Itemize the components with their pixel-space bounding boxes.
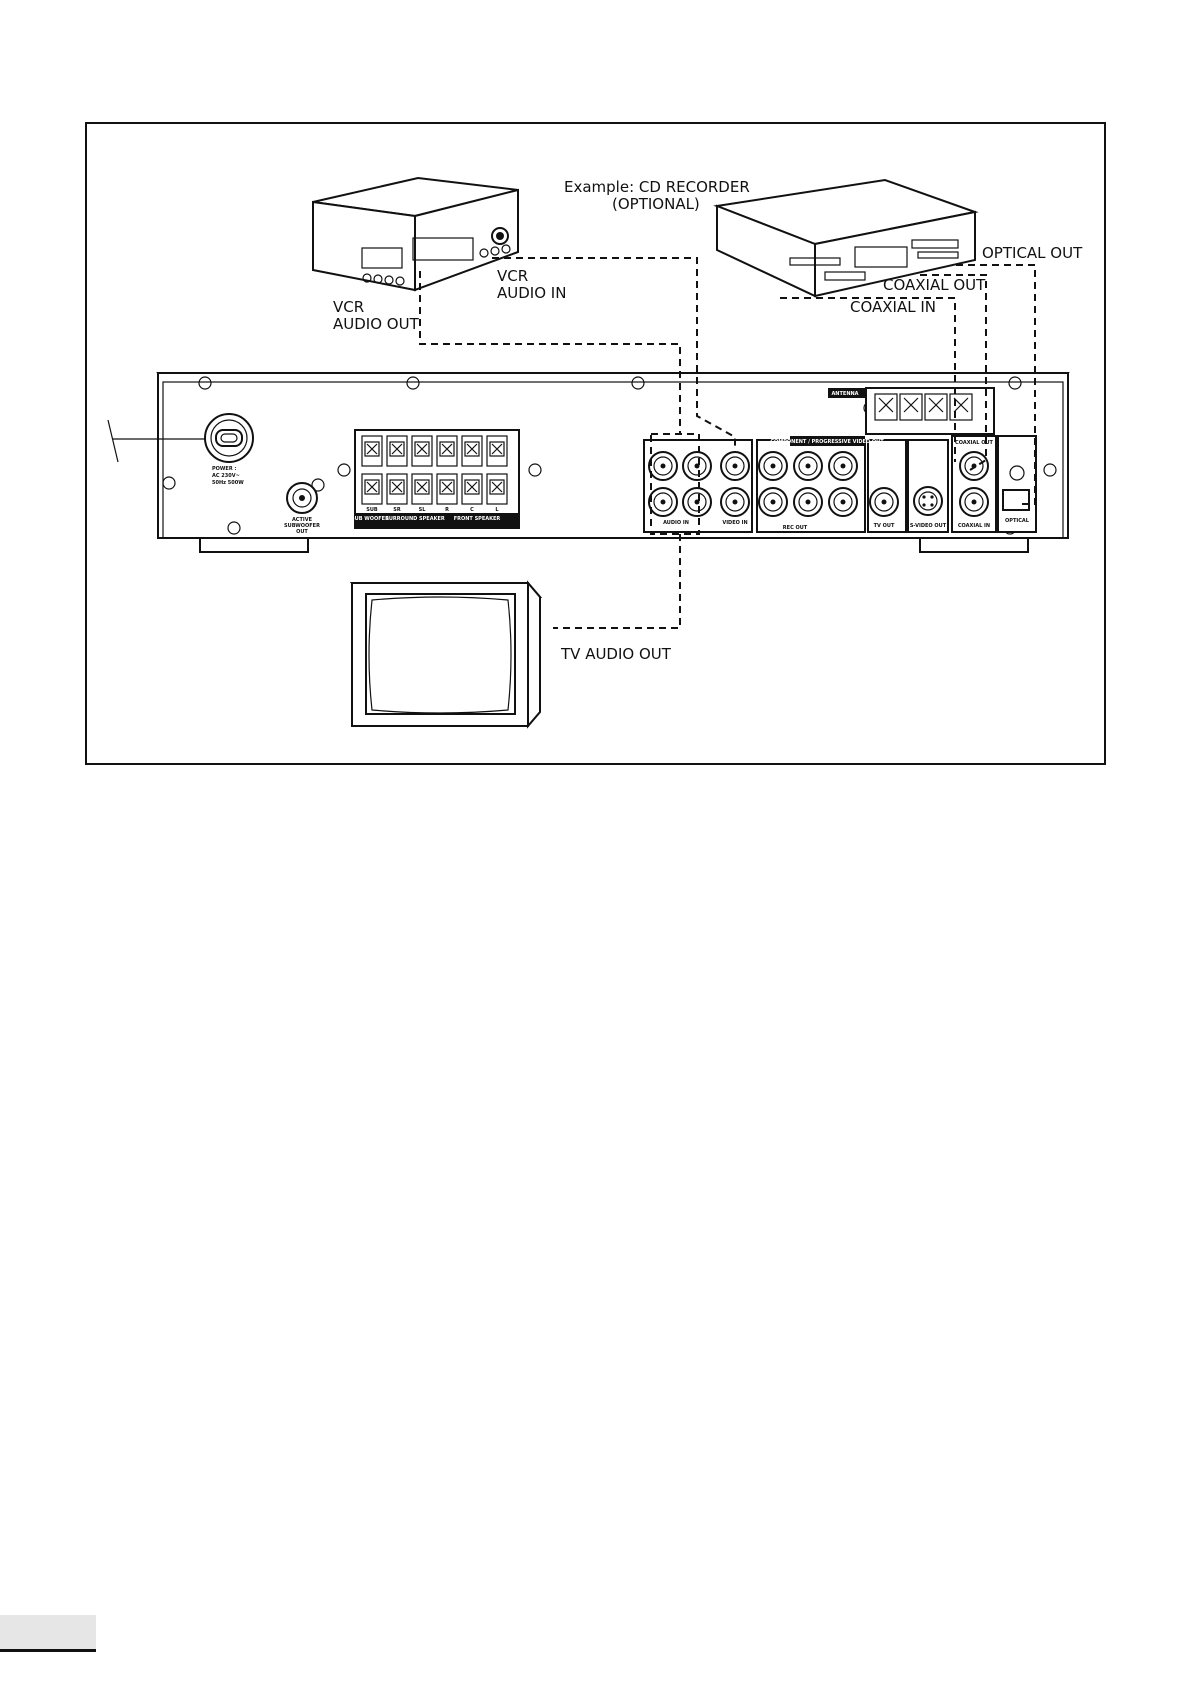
rca-jack [758,487,788,517]
speaker-terminal [411,435,433,467]
coaxial-in-jack-label: COAXIAL IN [958,523,990,529]
rca-jack [682,487,712,517]
rca-jack [648,451,678,481]
vcr-device [312,176,519,292]
speaker-channel-label: R [445,507,449,513]
coaxial-out-label: COAXIAL OUT [883,276,986,294]
rca-jack [869,487,899,517]
rca-jack [682,451,712,481]
page-footer-tab [0,1615,96,1652]
s-video-out-label: S-VIDEO OUT [910,523,947,529]
speaker-channel-label: L [495,507,499,513]
rca-jack [648,487,678,517]
component-out-label: COMPONENT / PROGRESSIVE VIDEO OUT [770,439,884,445]
speaker-terminal [436,473,458,505]
rca-jack [720,451,750,481]
rca-jack [793,451,823,481]
subwoofer-label-2: SUBWOOFER [284,523,320,529]
rca-jack [720,487,750,517]
rca-jack [793,487,823,517]
speaker-channel-label: SL [419,507,427,513]
tv-audio-out-label: TV AUDIO OUT [560,645,672,663]
video-in-label: VIDEO IN [722,520,747,526]
speaker-group-surround: SURROUND SPEAKER [385,516,445,522]
cd-recorder-label-2: (OPTIONAL) [612,195,700,213]
rca-jack [828,487,858,517]
subwoofer-label-3: OUT [296,529,308,535]
speaker-terminal [486,473,508,505]
rca-jack [828,451,858,481]
speaker-terminal [486,435,508,467]
subwoofer-label-1: ACTIVE [292,517,313,523]
speaker-terminal [411,473,433,505]
subwoofer-out-jack [286,482,318,514]
optical-jack-label: OPTICAL [1005,518,1030,524]
rca-jack [959,487,989,517]
antenna-label: ANTENNA [831,391,858,397]
speaker-terminal [461,473,483,505]
power-label-3: 50Hz 500W [212,480,244,486]
audio-in-label: AUDIO IN [663,520,689,526]
vcr-audio-in-label-2: AUDIO IN [497,284,566,302]
power-label-1: POWER : [212,466,236,472]
cd-recorder-device [713,178,979,298]
speaker-terminal [386,473,408,505]
speaker-terminal [361,473,383,505]
connection-lines [419,257,1036,629]
optical-out-label: OPTICAL OUT [982,244,1083,262]
power-socket [107,413,254,463]
vcr-audio-out-label-2: AUDIO OUT [333,315,420,333]
rec-out-label: REC OUT [783,525,808,531]
vcr-audio-in-label-1: VCR [497,267,528,285]
av-jack-panel [643,435,1037,533]
power-label-2: AC 230V~ [212,473,240,479]
speaker-channel-label: SR [393,507,401,513]
coaxial-out-jack-label: COAXIAL OUT [955,440,993,446]
rca-jack [758,451,788,481]
speaker-group-front: FRONT SPEAKER [454,516,501,522]
vcr-audio-out-label-1: VCR [333,298,364,316]
diagram-frame [85,122,1106,765]
speaker-group-sub: SUB WOOFER [351,516,389,522]
speaker-channel-label: C [470,507,474,513]
rca-jack [959,451,989,481]
tv-device [349,580,543,729]
speaker-terminal [386,435,408,467]
speaker-channel-label: SUB [366,507,378,513]
coaxial-in-label: COAXIAL IN [850,298,936,316]
speaker-terminal [461,435,483,467]
cd-recorder-label-1: Example: CD RECORDER [564,178,750,196]
antenna-terminals [828,387,995,435]
speaker-terminal [436,435,458,467]
speaker-terminal [361,435,383,467]
speaker-terminals [354,429,520,529]
tv-out-label: TV OUT [874,523,895,529]
